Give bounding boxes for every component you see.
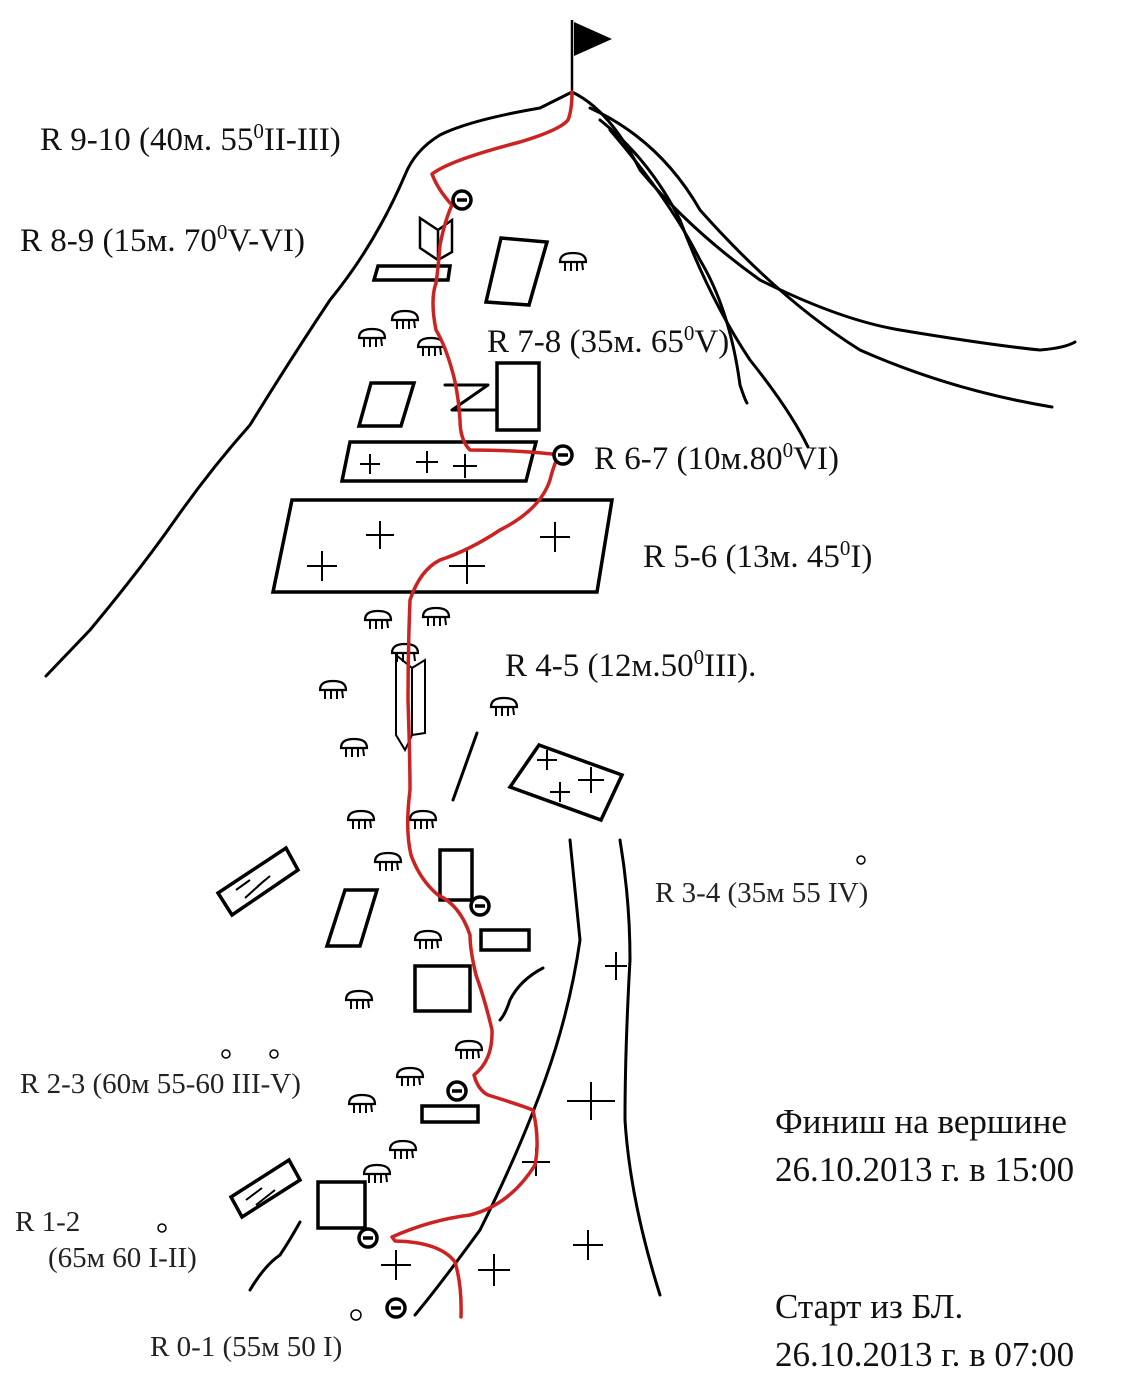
label-r7-8: R 7-8 (35м. 650V) bbox=[487, 321, 729, 360]
crack-marks bbox=[235, 215, 497, 1206]
bush-icons bbox=[318, 251, 588, 1185]
label-r9-10: R 9-10 (40м. 550II-III) bbox=[40, 119, 341, 158]
label-r1-2-title: R 1-2 bbox=[15, 1206, 80, 1238]
start-note-line1: Старт из БЛ. bbox=[775, 1287, 963, 1326]
start-note-line2: 26.10.2013 г. в 07:00 bbox=[775, 1335, 1074, 1374]
finish-note-line1: Финиш на вершине bbox=[775, 1102, 1067, 1141]
route-line bbox=[390, 90, 574, 1319]
label-r0-1: R 0-1 (55м 50 I) bbox=[150, 1331, 342, 1363]
rock-blocks bbox=[215, 236, 625, 1230]
label-r2-3: R 2-3 (60м 55-60 III-V) bbox=[20, 1068, 301, 1100]
time-notes: Финиш на вершине 26.10.2013 г. в 15:00 С… bbox=[775, 1102, 1074, 1374]
anchor-markers bbox=[350, 189, 574, 1321]
summit-flag-icon bbox=[570, 20, 612, 92]
label-r8-9: R 8-9 (15м. 700V-VI) bbox=[20, 220, 305, 259]
cross-markers bbox=[307, 451, 627, 1286]
pitch-labels: R 9-10 (40м. 550II-III) R 8-9 (15м. 700V… bbox=[15, 119, 872, 1363]
mountain-outline bbox=[44, 90, 1077, 678]
finish-note-line2: 26.10.2013 г. в 15:00 bbox=[775, 1150, 1074, 1189]
label-r3-4: R 3-4 (35м 55 IV) bbox=[655, 877, 868, 909]
couloir-lines bbox=[248, 731, 662, 1317]
label-r1-2-detail: (65м 60 I-II) bbox=[48, 1242, 197, 1274]
label-r5-6: R 5-6 (13м. 450I) bbox=[643, 536, 872, 575]
label-r4-5: R 4-5 (12м.500III). bbox=[505, 645, 756, 684]
label-r6-7: R 6-7 (10м.800VI) bbox=[594, 438, 839, 477]
